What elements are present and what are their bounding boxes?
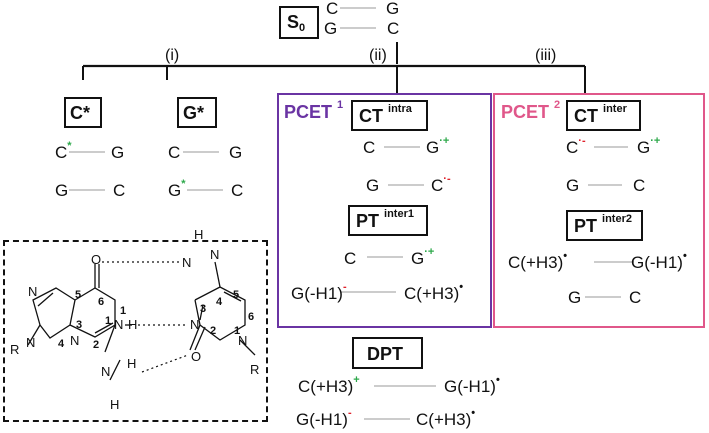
ct-inter-row2-g: G — [566, 176, 580, 195]
num-g5: 5 — [75, 289, 82, 301]
pcet1-frame — [277, 93, 492, 328]
gstar-box — [177, 97, 217, 128]
gstar-row1-g: G — [229, 143, 243, 162]
gstar-row2-c: C — [231, 181, 244, 200]
num-c4: 4 — [216, 296, 223, 308]
pcet2-frame — [493, 93, 705, 328]
num-c5: 5 — [233, 289, 240, 301]
num-c1: 1 — [234, 325, 241, 337]
pt-inter1-row1-c: C — [344, 249, 357, 268]
gstar-label: G* — [183, 103, 205, 123]
atom-r-guanine: R — [10, 342, 20, 357]
atom-h2b: H — [110, 397, 120, 412]
dpt-row1-c: C(+H3)+ — [298, 374, 360, 396]
branch-iii: (iii) — [535, 47, 557, 64]
pt-inter2-row2-c: C — [629, 288, 642, 307]
branch-i: (i) — [165, 47, 180, 64]
atom-h4b: N — [182, 255, 192, 270]
ct-intra-row1-c: C — [363, 138, 376, 157]
cstar-row1-g: G — [111, 143, 125, 162]
pt-inter2-row1-c: C(+H3)• — [508, 250, 568, 272]
gstar-row1-c: C — [168, 143, 181, 162]
cstar-row1-c: C* — [55, 140, 72, 162]
ct-inter-row1-g: G·+ — [637, 135, 661, 157]
atom-n3: N — [70, 333, 80, 348]
num-c2: 2 — [210, 325, 217, 337]
num-g3: 3 — [76, 319, 83, 331]
pt-inter2-row2-g: G — [568, 288, 582, 307]
num-c3: 3 — [200, 303, 207, 315]
ct-inter-row1-c: C·- — [566, 135, 586, 157]
atom-h1: H — [128, 317, 138, 332]
atom-n1: N — [114, 317, 124, 332]
branch-ii: (ii) — [369, 47, 387, 64]
pcet2-label: PCET 2 — [501, 99, 561, 122]
atom-n9: N — [26, 335, 36, 350]
pt-inter2-label: PT inter2 — [574, 213, 632, 236]
atom-n3c: N — [190, 317, 200, 332]
atom-r-cytosine: R — [250, 362, 260, 377]
ct-inter-label: CT inter — [574, 103, 627, 126]
s0-label: S0 — [287, 12, 306, 34]
cstar-row2-g: G — [55, 181, 69, 200]
dpt-row2-c: C(+H3)• — [416, 407, 476, 429]
ct-inter-row2-c: C — [633, 176, 646, 195]
atom-h4a: H — [194, 227, 204, 242]
pt-inter1-row2-c: C(+H3)• — [404, 281, 464, 303]
num-g2: 2 — [93, 339, 100, 351]
ct-intra-row2-c: C·- — [431, 173, 451, 195]
num-c6: 6 — [248, 311, 255, 323]
s0-row1-right: G — [386, 0, 400, 18]
num-g1: 1 — [105, 315, 112, 327]
pt-inter2-row1-g: G(-H1)• — [631, 250, 687, 272]
num-c1b: 1 — [120, 305, 127, 317]
dpt-row2-g: G(-H1)- — [296, 407, 352, 429]
pt-inter1-box — [348, 205, 428, 236]
ct-intra-row1-g: G·+ — [426, 135, 450, 157]
s0-row2-left: G — [324, 19, 338, 38]
ct-intra-label: CT intra — [359, 103, 412, 126]
num-g4: 4 — [58, 338, 65, 350]
atom-o6: O — [91, 252, 102, 267]
structure-frame — [3, 240, 268, 422]
gstar-row2-g: G* — [168, 178, 186, 200]
atom-o2: O — [191, 349, 202, 364]
ct-inter-box — [566, 100, 641, 131]
atom-n7: N — [28, 284, 38, 299]
atom-n4: N — [210, 247, 220, 262]
s0-box — [279, 6, 319, 39]
s0-row1-left: C — [326, 0, 339, 18]
s0-row2-right: C — [387, 19, 400, 38]
cstar-label: C* — [70, 103, 91, 123]
atom-n2: N — [101, 364, 111, 379]
dpt-label: DPT — [367, 344, 403, 364]
dpt-box — [352, 337, 423, 369]
atom-h2a: H — [127, 356, 137, 371]
pt-inter1-label: PT inter1 — [356, 208, 414, 231]
dpt-row1-g: G(-H1)• — [444, 374, 500, 396]
ct-intra-row2-g: G — [366, 176, 380, 195]
pt-inter1-row1-g: G·+ — [411, 246, 435, 268]
cstar-row2-c: C — [113, 181, 126, 200]
pt-inter2-box — [566, 210, 643, 241]
pcet1-label: PCET 1 — [284, 99, 344, 122]
cstar-box — [64, 97, 102, 128]
ct-intra-box — [351, 100, 428, 131]
atom-n1c: N — [238, 333, 248, 348]
pt-inter1-row2-g: G(-H1)- — [291, 281, 347, 303]
num-g6: 6 — [98, 296, 105, 308]
